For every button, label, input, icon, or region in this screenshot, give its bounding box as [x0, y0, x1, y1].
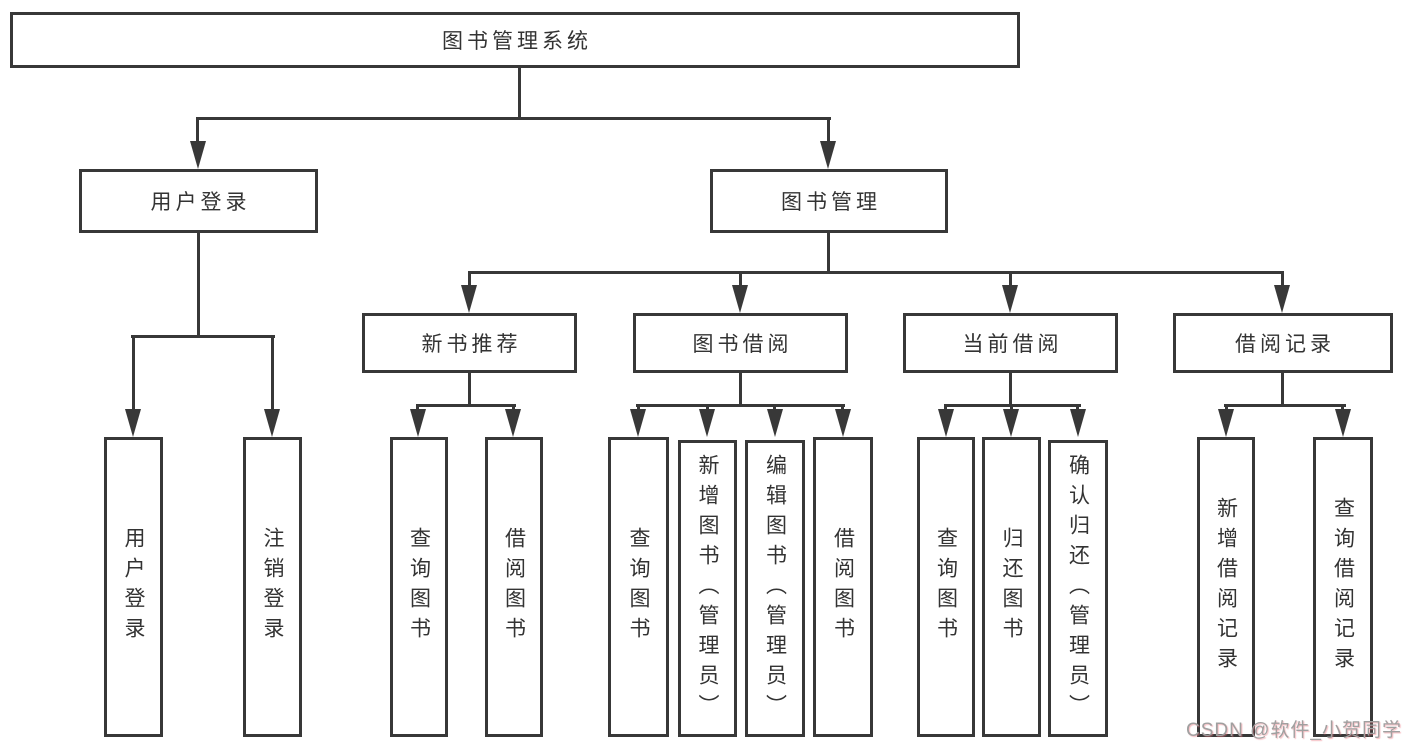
- connector-groupD-drop1: [1225, 404, 1228, 411]
- connector-root-hbar: [196, 117, 831, 120]
- arrowhead-down-icon: [1274, 285, 1290, 313]
- leaf-user-login-label: 用户登录: [122, 527, 145, 647]
- arrowhead-down-icon: [461, 285, 477, 313]
- connector-groupA-trunk: [468, 373, 471, 407]
- connector-user-login-trunk: [197, 233, 200, 338]
- arrowhead-down-icon: [125, 409, 141, 437]
- connector-groupD-trunk: [1281, 373, 1284, 407]
- connector-drop-book-borrow: [739, 271, 742, 287]
- connector-groupD-hbar: [1224, 404, 1346, 407]
- arrowhead-down-icon: [1335, 409, 1351, 437]
- connector-groupB-drop4: [841, 404, 844, 411]
- leaf-return-books: 归还图书: [982, 437, 1041, 737]
- leaf-logout: 注销登录: [243, 437, 302, 737]
- connector-user-login-hbar: [131, 335, 275, 338]
- csdn-watermark: CSDN @软件_小贺同学: [1186, 720, 1402, 741]
- leaf-edit-books-admin: 编辑图书（管理员）: [745, 440, 805, 737]
- connector-groupA-drop2: [512, 404, 515, 411]
- arrowhead-down-icon: [1218, 409, 1234, 437]
- leaf-query-books-b: 查询图书: [608, 437, 669, 737]
- leaf-query-borrow-record: 查询借阅记录: [1313, 437, 1373, 737]
- node-library-management-system: 图书管理系统: [10, 12, 1020, 68]
- node-borrow-records-label: 借阅记录: [1235, 333, 1335, 356]
- leaf-confirm-return-admin-label: 确认归还（管理员）: [1066, 453, 1090, 724]
- leaf-query-books-c: 查询图书: [917, 437, 975, 737]
- connector-drop-new-book: [468, 271, 471, 287]
- arrowhead-down-icon: [732, 285, 748, 313]
- leaf-borrow-books-a-label: 借阅图书: [502, 527, 526, 647]
- connector-drop-borrow-records: [1281, 271, 1284, 287]
- leaf-query-books-a-label: 查询图书: [407, 527, 431, 647]
- arrowhead-down-icon: [1003, 409, 1019, 437]
- node-current-borrow: 当前借阅: [903, 313, 1118, 373]
- arrowhead-down-icon: [820, 141, 836, 169]
- leaf-borrow-books-a: 借阅图书: [485, 437, 543, 737]
- arrowhead-down-icon: [630, 409, 646, 437]
- leaf-query-books-b-label: 查询图书: [627, 527, 650, 647]
- connector-groupB-hbar: [636, 404, 845, 407]
- node-new-book-recommend: 新书推荐: [362, 313, 577, 373]
- connector-groupC-drop2: [1010, 404, 1013, 411]
- connector-drop-book-management: [827, 117, 830, 145]
- connector-drop-leaf-user-login: [132, 335, 135, 411]
- node-book-borrow-label: 图书借阅: [692, 333, 793, 356]
- leaf-query-books-a: 查询图书: [390, 437, 448, 737]
- arrowhead-down-icon: [1070, 409, 1086, 437]
- leaf-query-borrow-record-label: 查询借阅记录: [1331, 497, 1355, 677]
- connector-groupA-hbar: [416, 404, 516, 407]
- leaf-return-books-label: 归还图书: [1000, 527, 1023, 647]
- node-new-book-recommend-label: 新书推荐: [421, 333, 522, 356]
- leaf-add-books-admin: 新增图书（管理员）: [678, 440, 737, 737]
- connector-groupC-trunk: [1009, 373, 1012, 407]
- node-book-management-label: 图书管理: [781, 191, 881, 214]
- connector-drop-user-login: [196, 117, 199, 145]
- connector-groupA-drop1: [416, 404, 419, 411]
- connector-groupB-drop1: [637, 404, 640, 411]
- leaf-confirm-return-admin: 确认归还（管理员）: [1048, 440, 1108, 737]
- connector-book-management-trunk: [827, 233, 830, 274]
- node-borrow-records: 借阅记录: [1173, 313, 1393, 373]
- node-user-login: 用户登录: [79, 169, 318, 233]
- leaf-borrow-books-b: 借阅图书: [813, 437, 873, 737]
- leaf-logout-label: 注销登录: [261, 527, 284, 647]
- arrowhead-down-icon: [505, 409, 521, 437]
- connector-drop-leaf-logout: [271, 335, 274, 411]
- arrowhead-down-icon: [835, 409, 851, 437]
- connector-groupC-drop3: [1076, 404, 1079, 411]
- arrowhead-down-icon: [1002, 285, 1018, 313]
- leaf-add-borrow-record: 新增借阅记录: [1197, 437, 1255, 737]
- connector-groupC-drop1: [944, 404, 947, 411]
- arrowhead-down-icon: [938, 409, 954, 437]
- connector-groupD-drop2: [1341, 404, 1344, 411]
- node-library-management-system-label: 图书管理系统: [442, 30, 592, 53]
- arrowhead-down-icon: [767, 409, 783, 437]
- leaf-add-books-admin-label: 新增图书（管理员）: [696, 453, 719, 724]
- connector-book-management-hbar: [468, 271, 1284, 274]
- node-current-borrow-label: 当前借阅: [962, 333, 1063, 356]
- connector-groupB-drop2: [706, 404, 709, 411]
- connector-groupB-drop3: [773, 404, 776, 411]
- arrowhead-down-icon: [699, 409, 715, 437]
- leaf-add-borrow-record-label: 新增借阅记录: [1214, 497, 1238, 677]
- connector-groupB-trunk: [739, 373, 742, 407]
- node-book-borrow: 图书借阅: [633, 313, 848, 373]
- arrowhead-down-icon: [264, 409, 280, 437]
- leaf-query-books-c-label: 查询图书: [934, 527, 958, 647]
- arrowhead-down-icon: [410, 409, 426, 437]
- node-book-management: 图书管理: [710, 169, 948, 233]
- leaf-edit-books-admin-label: 编辑图书（管理员）: [763, 453, 787, 724]
- leaf-user-login: 用户登录: [104, 437, 163, 737]
- leaf-borrow-books-b-label: 借阅图书: [831, 527, 855, 647]
- connector-root-trunk: [518, 68, 521, 118]
- connector-drop-current-borrow: [1009, 271, 1012, 287]
- node-user-login-label: 用户登录: [150, 191, 251, 214]
- arrowhead-down-icon: [190, 141, 206, 169]
